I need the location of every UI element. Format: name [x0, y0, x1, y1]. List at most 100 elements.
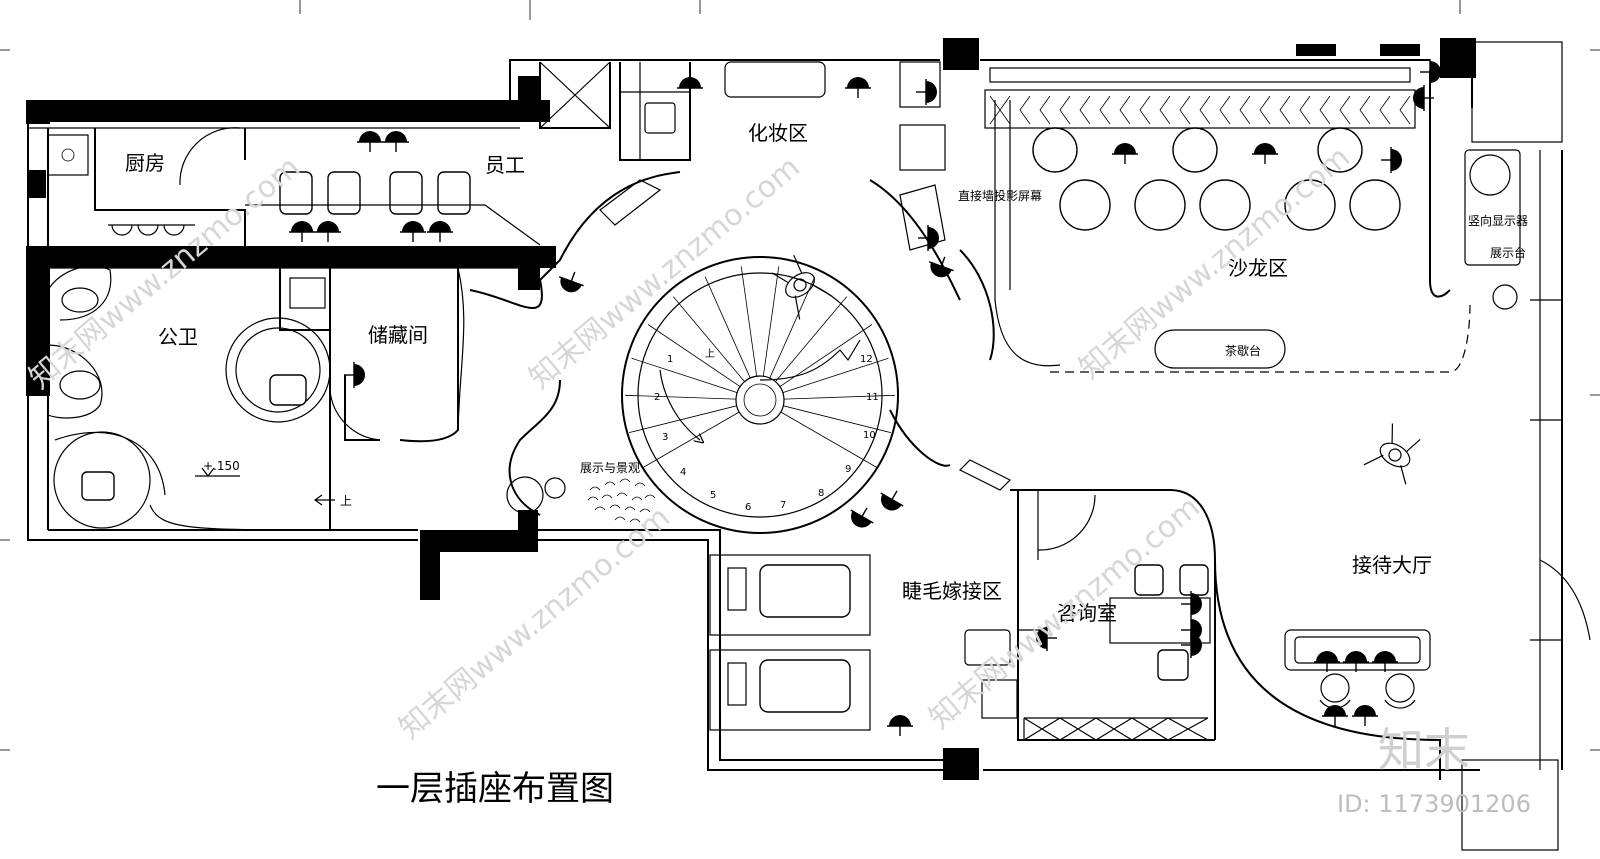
- outlet-symbol: [558, 271, 584, 293]
- outlet-symbol: [1252, 143, 1278, 164]
- stair-number: 9: [845, 464, 851, 475]
- stair-number: 3: [662, 432, 668, 443]
- outlet-symbol: [1036, 625, 1057, 651]
- stair-number: 4: [680, 467, 686, 478]
- stair-tread-line: [769, 276, 816, 379]
- stair-number: 5: [710, 490, 716, 501]
- outlet-symbol: [918, 225, 939, 251]
- pebble-cluster: [587, 478, 656, 523]
- room-label-salon-area: 沙龙区: [1228, 256, 1288, 280]
- outlet-symbols: [289, 59, 1441, 736]
- outlet-symbol: [1112, 143, 1138, 164]
- outlet-symbol: [1322, 705, 1348, 726]
- stair-tread-line: [775, 296, 848, 382]
- outlet-symbol: [916, 79, 937, 105]
- outlet-symbol: [357, 131, 383, 152]
- spiral-staircase: [621, 256, 899, 534]
- outlet-symbol: [1181, 591, 1202, 617]
- outlet-symbol: [1381, 147, 1402, 173]
- salon-seating: [994, 100, 1521, 373]
- outlet-symbol: [850, 507, 874, 528]
- projection-screen-note: 直接墙投影屏幕: [958, 188, 1042, 203]
- watermark-site: 知末网www.znzmo.com: [923, 490, 1207, 736]
- room-labels: 厨房 员工 化妆区 公卫 储藏间 沙龙区 茶歇台 睫毛嫁接区 咨询室 接待大厅: [125, 121, 1432, 625]
- up-arrow-label: 上: [340, 494, 352, 508]
- room-label-storage: 储藏间: [368, 323, 428, 347]
- stair-number: 12: [860, 354, 873, 365]
- makeup-area-fixtures: [599, 61, 1416, 226]
- display-landscape-note: 展示与景观: [580, 461, 640, 475]
- room-label-makeup-area: 化妆区: [748, 121, 808, 145]
- outlet-symbol: [315, 221, 341, 242]
- stair-tread-line: [625, 394, 737, 400]
- stair-tread-line: [782, 357, 889, 393]
- outlet-symbol: [880, 490, 904, 511]
- watermark-site: 知末网www.znzmo.com: [1073, 140, 1357, 386]
- stair-tread-line: [631, 357, 738, 393]
- outlet-symbol: [887, 715, 913, 736]
- sheet-tick-marks: [0, 0, 1600, 751]
- stair-treads: [625, 266, 895, 468]
- stair-step-labels: 1 2 3 4 5 6 7 8 9 10 11 12 上: [654, 348, 879, 513]
- outlet-symbol: [400, 221, 426, 242]
- display-landscape: [506, 476, 656, 523]
- outlet-symbol: [427, 221, 453, 242]
- stair-tread-line: [780, 411, 878, 468]
- vertical-display-note: 竖向显示器: [1468, 213, 1528, 228]
- outlet-symbol: [1181, 632, 1202, 658]
- stair-tread-line: [783, 405, 892, 434]
- stair-tread-line: [647, 324, 741, 387]
- room-label-kitchen: 厨房: [125, 151, 165, 175]
- outlet-symbol: [1343, 651, 1369, 672]
- stair-tread-line: [628, 405, 737, 434]
- consult-room-furniture: [1023, 564, 1211, 741]
- outlet-symbol: [1314, 651, 1340, 672]
- outlet-symbol: [677, 77, 703, 98]
- stair-number: 2: [654, 392, 660, 403]
- outlet-symbol: [1372, 651, 1398, 672]
- toilet-fixtures: [47, 265, 331, 531]
- stair-tread-line: [740, 266, 758, 377]
- stair-number: 8: [818, 488, 824, 499]
- outlet-symbol: [1420, 59, 1441, 85]
- outlet-symbol: [289, 221, 315, 242]
- outlet-symbol: [344, 362, 365, 388]
- room-label-reception-hall: 接待大厅: [1352, 553, 1432, 577]
- stair-number: 6: [745, 502, 751, 513]
- drawing-title: 一层插座布置图: [376, 769, 614, 809]
- stair-tread-line: [762, 266, 780, 377]
- outlet-symbol: [1352, 705, 1378, 726]
- stair-tread-line: [672, 296, 745, 382]
- up-arrow: [313, 494, 335, 506]
- pattern-strip: [989, 95, 1411, 125]
- watermark-brand: 知末: [1378, 723, 1470, 777]
- outlet-symbol: [845, 77, 871, 98]
- stair-tread-line: [704, 276, 751, 379]
- stair-tread-line: [783, 394, 895, 400]
- stair-tread-line: [642, 411, 740, 468]
- people-figures: [771, 254, 1421, 485]
- stair-number: 7: [780, 500, 786, 511]
- watermark-id: ID: 1173901206: [1337, 790, 1531, 818]
- level-mark-triangle: [195, 467, 240, 477]
- lash-beds: [709, 554, 1040, 731]
- level-mark: +.150: [203, 459, 240, 473]
- display-stand-note: 展示台: [1490, 245, 1526, 260]
- annotations: 直接墙投影屏幕 展示与景观 竖向显示器 展示台 +.150 上: [195, 188, 1528, 508]
- outlet-symbol: [383, 131, 409, 152]
- room-label-consult-room: 咨询室: [1057, 601, 1117, 625]
- outer-walls: [26, 38, 1591, 851]
- room-label-public-toilet: 公卫: [158, 325, 198, 349]
- stair-up-label: 上: [705, 348, 715, 360]
- stair-number: 11: [866, 392, 879, 403]
- stair-number: 1: [667, 354, 673, 365]
- stair-number: 10: [863, 430, 876, 441]
- room-label-lash-area: 睫毛嫁接区: [902, 579, 1002, 603]
- outlet-symbol: [928, 256, 954, 278]
- staff-area-furniture: [47, 134, 541, 246]
- room-label-tea-counter: 茶歇台: [1225, 343, 1261, 358]
- outlet-symbol: [1413, 85, 1434, 111]
- room-label-staff: 员工: [485, 153, 525, 177]
- reception-furniture: [1284, 629, 1431, 709]
